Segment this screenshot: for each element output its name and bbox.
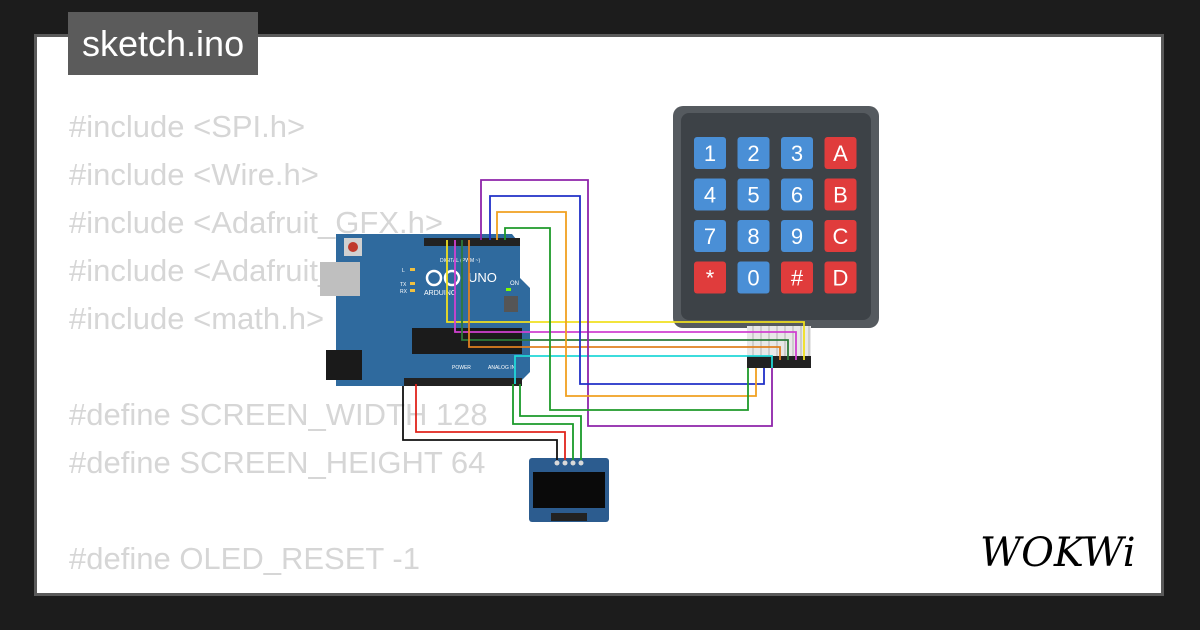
wokwi-logo-text: WOKWi <box>980 530 1136 576</box>
code-line: #define SCREEN_WIDTH 128 <box>69 397 488 432</box>
keypad-key-label: B <box>833 183 848 208</box>
keypad-key[interactable]: 6 <box>781 178 813 211</box>
keypad-key[interactable]: 2 <box>737 137 770 169</box>
keypad-key[interactable]: * <box>694 261 726 294</box>
on-label: ON <box>510 281 519 287</box>
code-line: #include <SPI.h> <box>69 109 306 144</box>
keypad-key-label: 5 <box>747 183 759 208</box>
keypad-key-label: 8 <box>747 224 759 249</box>
keypad-key-label: # <box>791 266 804 291</box>
arduino-logo-icon <box>425 269 461 287</box>
keypad-key[interactable]: 0 <box>737 261 770 294</box>
tx-label: TX <box>400 282 407 288</box>
power-label: POWER <box>452 365 471 371</box>
keypad-key[interactable]: 4 <box>694 178 726 211</box>
code-line: #include <Wire.h> <box>69 157 319 192</box>
keypad-4x4[interactable]: 1 2 3 A 4 5 6 B 7 8 9 C * 0 # D <box>673 106 879 368</box>
l-label: L <box>402 268 405 274</box>
keypad-key[interactable]: 9 <box>781 220 813 252</box>
keypad-key[interactable]: 1 <box>694 137 726 169</box>
code-line: #define SCREEN_HEIGHT 64 <box>69 445 486 480</box>
keypad-key[interactable]: D <box>824 261 857 294</box>
code-line: Adafruit_SSD1306 display(SCREEN_WIDTH, S… <box>69 583 1161 593</box>
keypad-key-label: 4 <box>704 183 716 208</box>
board-model: UNO <box>468 270 497 285</box>
analog-header <box>404 378 522 386</box>
keypad-key[interactable]: 7 <box>694 220 726 252</box>
keypad-key-label: 1 <box>704 141 716 166</box>
wokwi-logo: WOKWi <box>980 530 1136 576</box>
keypad-key[interactable]: 3 <box>781 137 813 169</box>
usb-port <box>320 262 360 296</box>
keypad-key-label: 9 <box>791 224 803 249</box>
arduino-uno-board[interactable]: UNO ARDUINO DIGITAL (PWM ~) ANALOG IN PO… <box>320 234 530 386</box>
digital-label: DIGITAL (PWM ~) <box>440 258 480 264</box>
board-brand: ARDUINO <box>424 290 457 297</box>
keypad-key-label: 6 <box>791 183 803 208</box>
rx-label: RX <box>400 289 408 295</box>
code-line: #define OLED_RESET -1 <box>69 541 420 576</box>
code-line: #include <math.h> <box>69 301 325 336</box>
keypad-key[interactable]: B <box>824 178 857 211</box>
wires <box>402 179 805 460</box>
keypad-key[interactable]: # <box>781 261 813 294</box>
keypad-key[interactable]: 8 <box>737 220 770 252</box>
keypad-key-label: 7 <box>704 224 716 249</box>
keypad-key[interactable]: A <box>824 137 857 169</box>
code-preview: #include <SPI.h> #include <Wire.h> #includ… <box>69 103 1161 593</box>
code-line: #include <Adafruit_GFX.h> <box>69 205 443 240</box>
analog-label: ANALOG IN <box>488 365 516 371</box>
keypad-key-label: * <box>706 266 715 291</box>
oled-screen <box>533 472 605 508</box>
keypad-key-label: 2 <box>747 141 759 166</box>
keypad-key-label: 0 <box>747 266 759 291</box>
reset-button[interactable] <box>348 242 358 252</box>
file-tab[interactable]: sketch.ino <box>68 12 259 75</box>
icsp-header <box>504 296 518 312</box>
keypad-key-label: C <box>833 224 849 249</box>
oled-display-ssd1306[interactable] <box>529 458 609 522</box>
digital-header <box>424 238 520 246</box>
power-jack <box>326 350 362 380</box>
keypad-key-label: D <box>833 266 849 291</box>
keypad-key[interactable]: C <box>824 220 857 252</box>
keypad-key[interactable]: 5 <box>737 178 770 211</box>
keypad-key-label: A <box>833 141 848 166</box>
keypad-key-label: 3 <box>791 141 803 166</box>
